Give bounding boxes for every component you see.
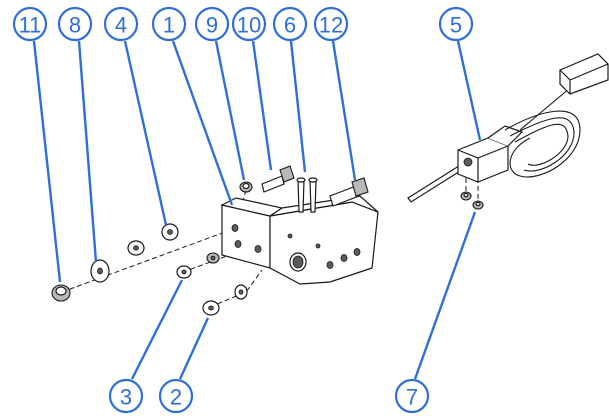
axis-line-left — [61, 227, 237, 293]
part-7-nuts — [460, 191, 484, 210]
callout-5: 5 — [438, 6, 474, 42]
callout-12-label: 12 — [319, 13, 343, 38]
axis-line-bottom — [209, 269, 263, 308]
part-9-nut — [239, 181, 253, 193]
callout-10: 10 — [231, 6, 267, 42]
callout-8: 8 — [57, 6, 93, 42]
part-3-lock-washer — [176, 252, 220, 279]
leader-12 — [331, 40, 357, 181]
leader-5 — [456, 40, 482, 141]
callout-9: 9 — [194, 6, 230, 42]
leader-8 — [77, 40, 98, 263]
leader-1 — [171, 40, 234, 206]
leader-2 — [178, 317, 210, 380]
leader-10 — [251, 40, 273, 171]
part-8-large-washer — [90, 259, 110, 283]
leader-3 — [130, 279, 184, 380]
washer-middle — [127, 240, 145, 256]
callout-3: 3 — [108, 378, 144, 414]
callout-7-label: 7 — [406, 385, 418, 410]
callout-2: 2 — [158, 378, 194, 414]
part-4-washer — [161, 223, 179, 241]
part-2-washer — [202, 284, 248, 316]
leader-7 — [413, 211, 477, 380]
part-11-nut — [51, 284, 71, 302]
callout-4: 4 — [103, 6, 139, 42]
callout-2-label: 2 — [170, 385, 182, 410]
callout-8-label: 8 — [69, 13, 81, 38]
part-10-bolt — [261, 165, 295, 193]
callouts: 11 8 4 1 9 10 6 12 — [12, 6, 474, 414]
leader-4 — [123, 40, 168, 226]
callout-5-label: 5 — [450, 13, 462, 38]
callout-12: 12 — [313, 6, 349, 42]
callout-1-label: 1 — [163, 13, 175, 38]
part-5-sensor — [457, 53, 609, 183]
callout-4-label: 4 — [115, 13, 127, 38]
part-12-bolt — [329, 177, 369, 207]
callout-10-label: 10 — [237, 13, 261, 38]
callout-1: 1 — [151, 6, 187, 42]
parts-drawing — [51, 53, 609, 316]
callout-6: 6 — [272, 6, 308, 42]
part-1-bracket — [220, 195, 379, 285]
axis-line-nut7 — [465, 170, 479, 205]
leader-9 — [214, 40, 246, 181]
callout-7: 7 — [394, 378, 430, 414]
shaft — [407, 163, 466, 203]
callout-3-label: 3 — [120, 385, 132, 410]
callout-6-label: 6 — [284, 13, 296, 38]
callout-11: 11 — [12, 6, 48, 42]
leader-6 — [289, 40, 307, 173]
leader-lines — [32, 40, 482, 380]
callout-11-label: 11 — [19, 13, 42, 38]
callout-9-label: 9 — [206, 13, 218, 38]
leader-11 — [32, 40, 62, 283]
part-6-screws — [296, 177, 318, 213]
